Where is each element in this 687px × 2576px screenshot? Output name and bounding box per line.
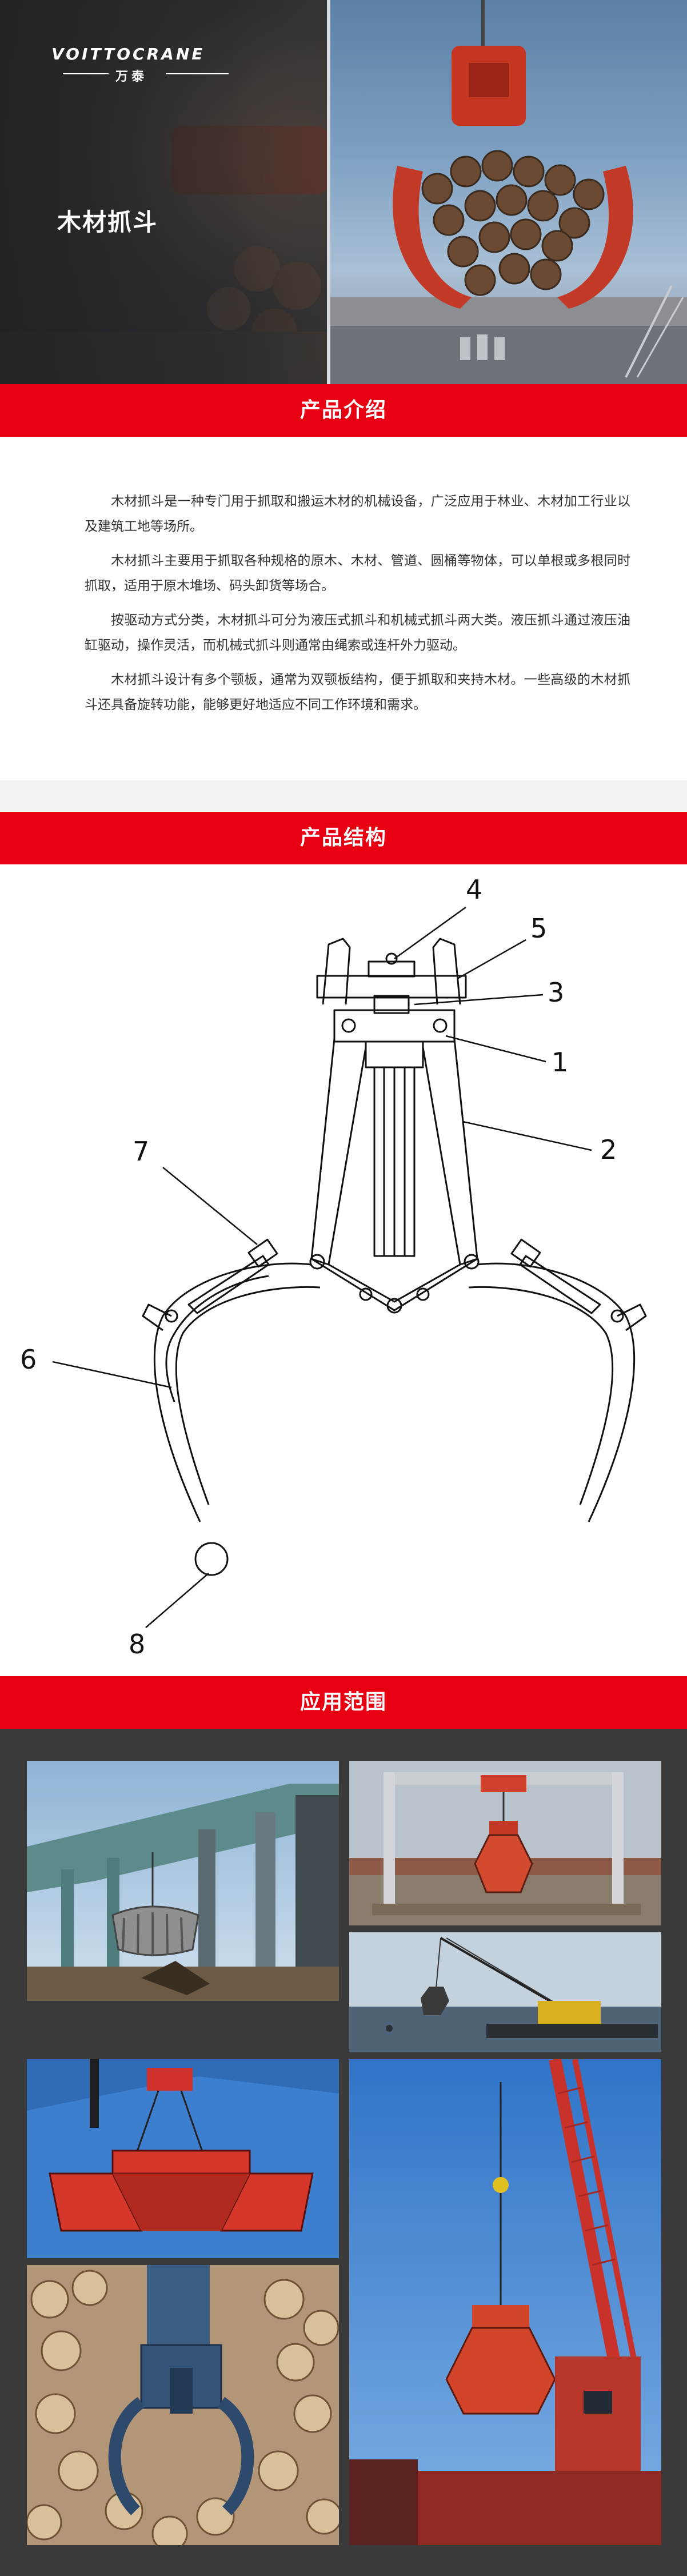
intro-paragraph: 按驱动方式分类，木材抓斗可分为液压式抓斗和机械式抓斗两大类。液压抓斗通过液压油缸… (85, 613, 630, 653)
callout-3: 3 (548, 977, 564, 1008)
intro-paragraph: 木材抓斗设计有多个颚板，通常为双颚板结构，便于抓取和夹持木材。一些高级的木材抓斗… (85, 672, 630, 712)
photo-red-clamshell-grab (27, 2059, 339, 2258)
section-title-structure: 产品结构 (299, 826, 387, 850)
structure-diagram: 4 5 3 1 2 7 6 8 (0, 864, 687, 1676)
callout-1: 1 (552, 1047, 568, 1078)
callout-7: 7 (133, 1136, 149, 1167)
callout-8: 8 (129, 1629, 145, 1660)
application-gallery (0, 1729, 687, 2576)
callout-6: 6 (20, 1344, 37, 1375)
brand-logo: VOITTOCRANE 万泰 (51, 40, 257, 86)
section-header-structure: 产品结构 (0, 812, 687, 864)
section-header-application: 应用范围 (0, 1676, 687, 1729)
photo-gantry-log-grab (27, 1761, 339, 2001)
photo-port-gantry-grab (349, 1761, 661, 1925)
photo-portal-crane-illustration (349, 2059, 661, 2545)
photo-red-grab-illustration (27, 2059, 339, 2258)
hero-divider (327, 0, 330, 384)
logo-rule-right (166, 73, 229, 74)
section-header-intro: 产品介绍 (0, 384, 687, 437)
photo-port-illustration (349, 1761, 661, 1925)
grab-line-drawing: 4 5 3 1 2 7 6 8 (20, 874, 647, 1660)
intro-paragraph: 木材抓斗主要用于抓取各种规格的原木、木材、管道、圆桶等物体，可以单根或多根同时抓… (85, 553, 630, 593)
photo-floating-crane-illustration (349, 1932, 661, 2052)
brand-name: VOITTOCRANE (51, 45, 205, 63)
hero-right-illustration (329, 0, 687, 384)
photo-floating-crane (349, 1932, 661, 2052)
photo-portal-crane (349, 2059, 661, 2545)
section-title-application: 应用范围 (299, 1690, 387, 1714)
callout-2: 2 (600, 1134, 617, 1165)
callout-5: 5 (530, 913, 547, 944)
hero-banner: VOITTOCRANE 万泰 木材抓斗 (0, 0, 687, 384)
callout-4: 4 (466, 874, 482, 905)
hero-overlay (0, 0, 329, 384)
logo-rule-left (63, 73, 109, 74)
intro-paragraph: 木材抓斗是一种专门用于抓取和搬运木材的机械设备，广泛应用于林业、木材加工行业以及… (85, 494, 630, 534)
photo-log-pile-illustration (27, 2265, 339, 2545)
hero-title: 木材抓斗 (57, 208, 158, 236)
brand-sub: 万泰 (115, 70, 148, 84)
intro-text: 木材抓斗是一种专门用于抓取和搬运木材的机械设备，广泛应用于林业、木材加工行业以及… (85, 489, 630, 727)
section-title-intro: 产品介绍 (299, 398, 387, 422)
hero-log-grab-photo-right (329, 0, 687, 384)
photo-blue-log-grab (27, 2265, 339, 2545)
divider-strip (0, 780, 687, 812)
photo-gantry-illustration (27, 1761, 339, 2001)
